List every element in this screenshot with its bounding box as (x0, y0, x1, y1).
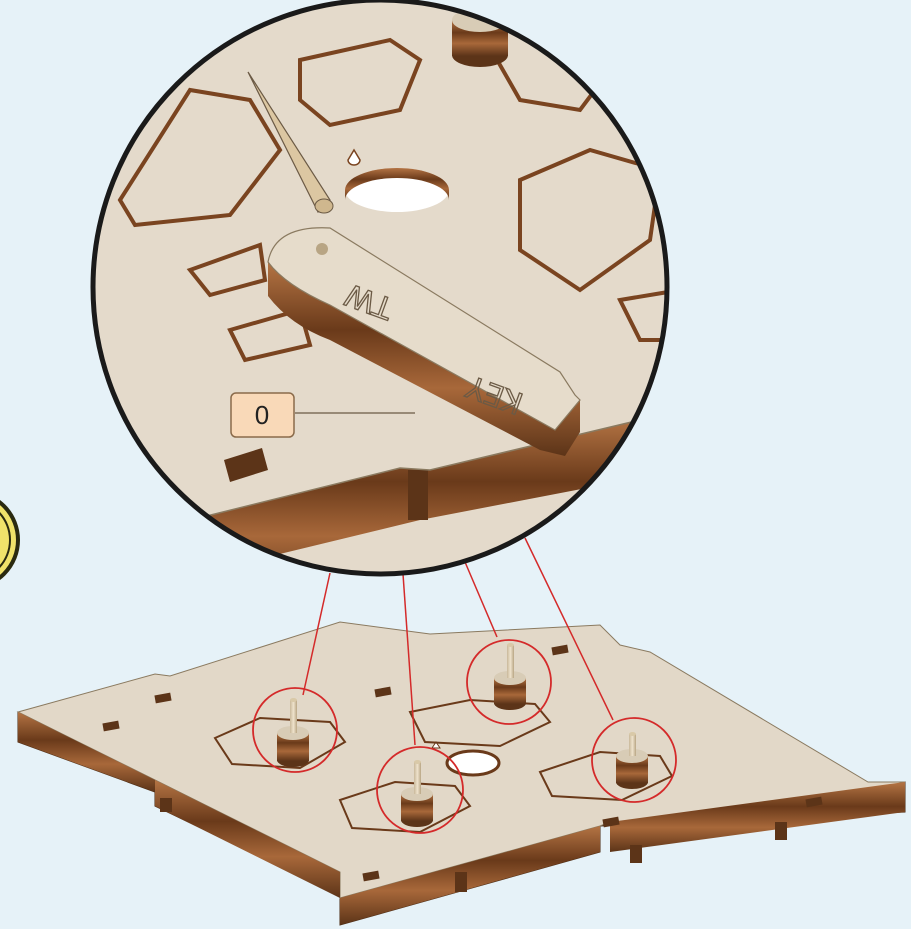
partial-yellow-badge (0, 492, 18, 588)
part-callout: 0 (231, 393, 294, 437)
magnifier-circle: TW KEY (90, 0, 680, 600)
base-board (18, 622, 905, 925)
callout-number: 0 (255, 400, 269, 430)
